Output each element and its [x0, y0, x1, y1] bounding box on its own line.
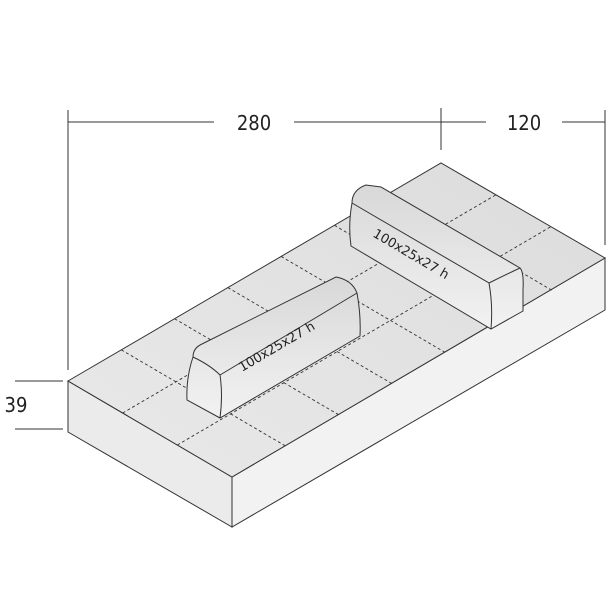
- dimension-lines: 280 120 39: [5, 108, 606, 430]
- dim-length-label: 280: [237, 111, 271, 135]
- dim-height-label: 39: [5, 393, 28, 417]
- cushion-back: 100x25x27 h: [349, 184, 524, 330]
- seat-grid-line: [280, 256, 446, 353]
- cushion-back-edge: [351, 202, 493, 330]
- cushion-back-body: [349, 184, 524, 330]
- cushion-front-ridge: [219, 292, 358, 376]
- dim-depth-label: 120: [507, 111, 541, 135]
- cushion-front: 100x25x27 h: [186, 276, 361, 419]
- cushion-back-end-edge: [488, 267, 521, 284]
